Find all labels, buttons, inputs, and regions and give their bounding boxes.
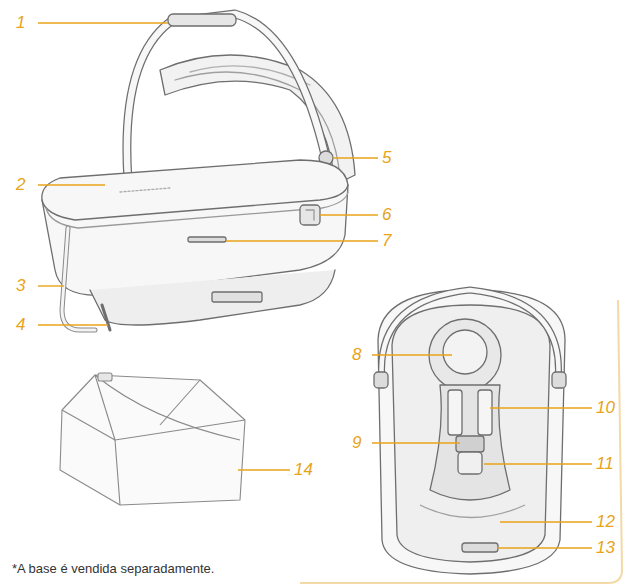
- callout-number: 14: [294, 461, 313, 479]
- callout-number: 5: [382, 149, 391, 167]
- callout-number: 12: [596, 513, 615, 531]
- callout-number: 11: [596, 455, 614, 473]
- carrycot-top-view: [374, 290, 566, 574]
- footnote: *A base é vendida separadamente.: [12, 561, 214, 576]
- callout-number: 3: [16, 277, 25, 295]
- mosquito-net: [60, 373, 245, 505]
- callout-number: 4: [16, 316, 25, 334]
- callout-number: 8: [352, 346, 361, 364]
- frame: [300, 300, 622, 583]
- callout-number: 9: [352, 434, 361, 452]
- callout-number: 7: [382, 232, 391, 250]
- callout-number: 1: [16, 14, 25, 32]
- callout-number: 6: [382, 206, 391, 224]
- carrycot-side-view: [42, 14, 355, 330]
- leader-lines: [38, 23, 592, 548]
- callout-number: 13: [596, 539, 615, 557]
- callout-number: 2: [16, 176, 25, 194]
- callout-number: 10: [596, 399, 615, 417]
